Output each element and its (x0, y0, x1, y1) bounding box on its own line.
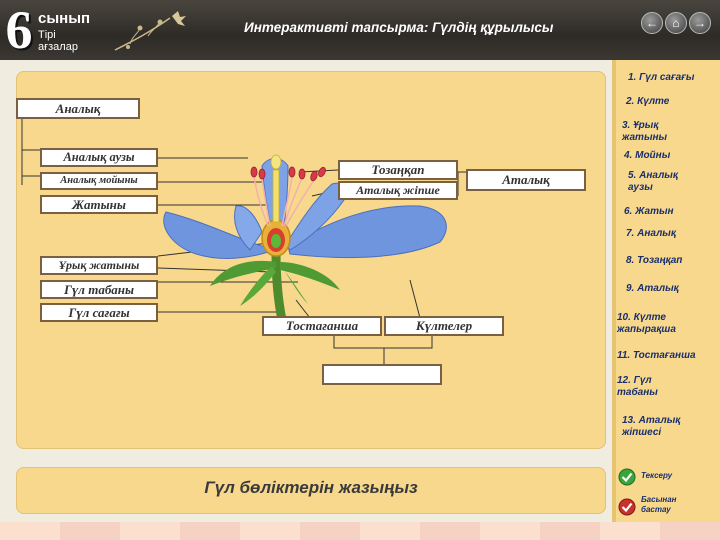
answer-item-12[interactable]: 12. Гүл табаны (617, 375, 658, 398)
floral-decoration-icon (114, 11, 186, 51)
sepal-right (280, 262, 340, 290)
restart-icon[interactable] (618, 498, 636, 516)
answer-item-11[interactable]: 11. Тостағанша (617, 350, 696, 361)
label-filament[interactable]: Аталық жіпше (338, 181, 458, 200)
answer-item-3[interactable]: 3. Ұрық жатыны (622, 120, 668, 143)
answer-list-panel: 1. Гүл сағағы 2. Күлте 3. Ұрық жатыны 4.… (616, 60, 720, 522)
label-style[interactable]: Аналық мойыны (40, 172, 158, 190)
panel-divider (612, 60, 616, 522)
stem (271, 251, 287, 321)
answer-item-5[interactable]: 5. Аналық аузы (628, 170, 678, 193)
answer-item-10[interactable]: 10. Күлте жапырақша (617, 312, 676, 335)
grade-label: сынып (38, 10, 91, 27)
forward-button[interactable]: → (689, 12, 711, 34)
filaments (253, 175, 315, 227)
answer-item-6[interactable]: 6. Жатын (624, 206, 674, 217)
label-ovary[interactable]: Жатыны (40, 195, 158, 214)
petal-right (287, 205, 447, 259)
instruction-panel: Гүл бөліктерін жазыңыз (16, 467, 606, 514)
answer-item-4[interactable]: 4. Мойны (624, 150, 671, 161)
label-anther[interactable]: Тозаңқап (338, 160, 458, 180)
label-stamen[interactable]: Аталық (466, 169, 586, 191)
label-stigma[interactable]: Аналық аузы (40, 148, 158, 167)
subject-label: Тірі ағзалар (38, 29, 78, 53)
header-bar: 6 сынып Тірі ағзалар Интерактивті тапсыр… (0, 0, 720, 60)
bottom-decorative-band (0, 522, 720, 540)
ovule (271, 234, 281, 248)
check-icon[interactable] (618, 468, 636, 486)
instruction-text: Гүл бөліктерін жазыңыз (204, 478, 418, 497)
petal-left (163, 211, 269, 259)
sepal-lower-left (240, 266, 276, 306)
label-peduncle[interactable]: Гүл сағағы (40, 303, 158, 322)
label-sepals[interactable]: Тостағанша (262, 316, 382, 336)
answer-item-13[interactable]: 13. Аталық жіпшесі (622, 415, 681, 438)
grade-number: 6 (5, 0, 33, 60)
answer-item-7[interactable]: 7. Аналық (626, 228, 676, 239)
check-button[interactable]: Тексеру (641, 471, 673, 480)
answer-item-2[interactable]: 2. Күлте (626, 96, 670, 107)
answer-item-8[interactable]: 8. Тозаңқап (626, 255, 683, 266)
style (272, 169, 280, 223)
answer-item-1[interactable]: 1. Гүл сағағы (628, 72, 695, 83)
back-button[interactable]: ← (641, 12, 663, 34)
answer-item-9[interactable]: 9. Аталық (626, 283, 679, 294)
label-receptacle[interactable]: Гүл табаны (40, 280, 158, 299)
restart-button[interactable]: Басынан бастау (641, 495, 677, 514)
home-button[interactable]: ⌂ (665, 12, 687, 34)
label-ovule[interactable]: Ұрық жатыны (40, 256, 158, 275)
label-petals[interactable]: Күлтелер (384, 316, 504, 336)
page-title: Интерактивті тапсырма: Гүлдің құрылысы (244, 20, 554, 35)
petal-small (234, 205, 263, 251)
stigma (270, 154, 282, 170)
anthers (250, 166, 326, 182)
answer-box-empty[interactable] (322, 364, 442, 385)
label-pistil[interactable]: Аналық (16, 98, 140, 119)
sepal-left (210, 260, 276, 286)
